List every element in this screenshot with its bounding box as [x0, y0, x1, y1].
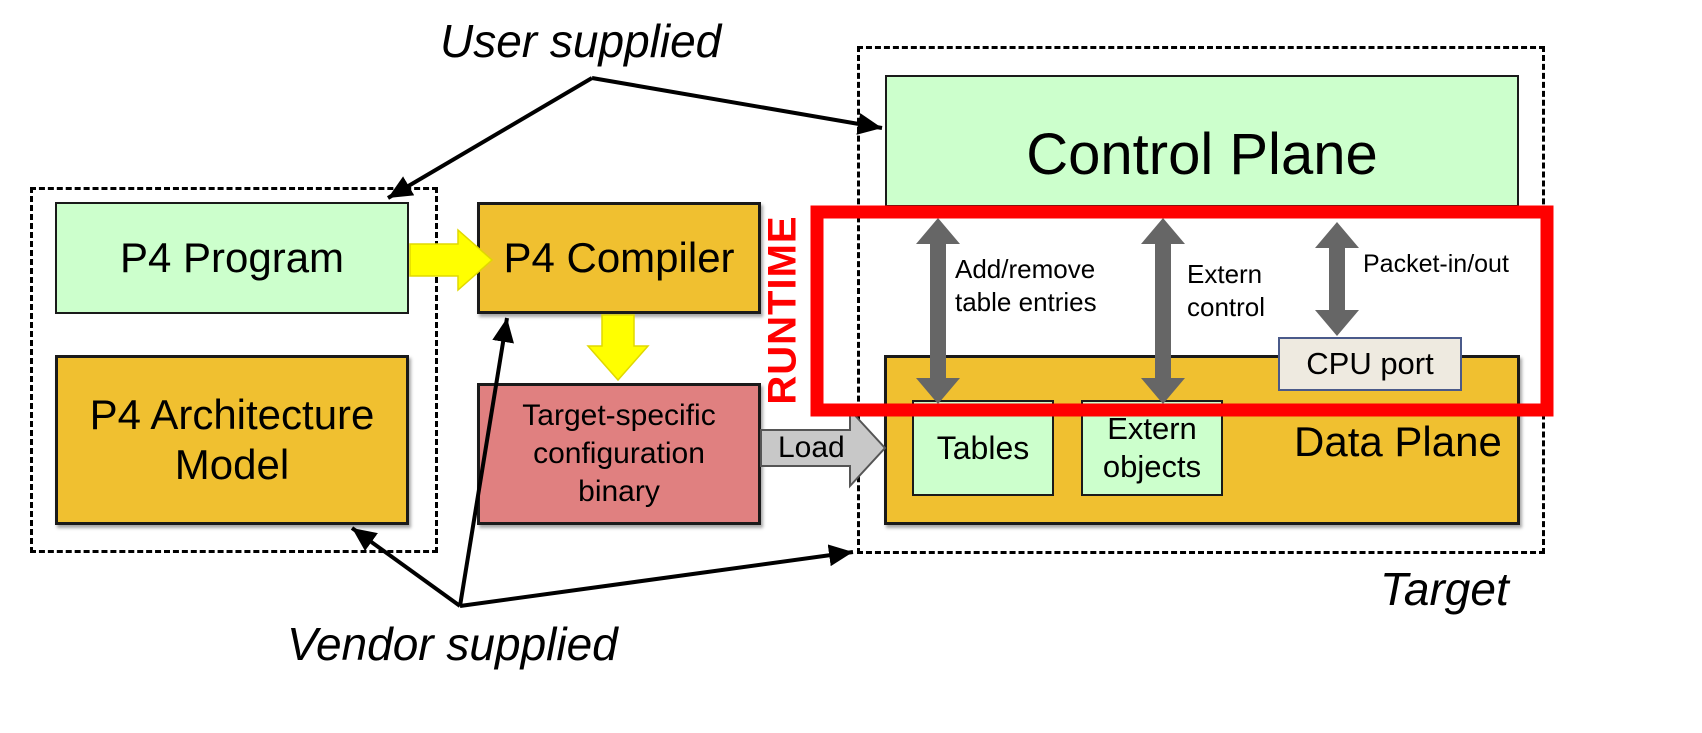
add-remove-double-arrow [916, 218, 960, 404]
p4-architecture-model-box: P4 Architecture Model [55, 355, 409, 525]
user-supplied-arrows [386, 76, 883, 200]
packet-io-label: Packet-in/out [1363, 250, 1509, 278]
user-supplied-label: User supplied [440, 15, 722, 67]
extern-objects-line2: objects [1102, 449, 1202, 484]
p4-compiler-box: P4 Compiler [477, 202, 761, 314]
load-label: Load [778, 431, 845, 464]
extern-control-label-line1: Extern [1187, 259, 1263, 289]
runtime-region [810, 205, 1554, 417]
p4-program-label: P4 Program [119, 234, 345, 281]
p4-program-box: P4 Program [55, 202, 409, 314]
control-plane-box: Control Plane [885, 75, 1519, 207]
target-label: Target [1380, 563, 1509, 615]
yellow-arrow-compiler-to-binary [586, 314, 650, 382]
left-dashed-group [30, 187, 438, 553]
config-binary-line1: Target-specific [522, 399, 716, 432]
data-plane-label: Data Plane [1294, 418, 1502, 465]
config-binary-box: Target-specific configuration binary [477, 383, 761, 525]
extern-control-double-arrow [1141, 218, 1185, 404]
p4-architecture-line1: P4 Architecture [89, 391, 375, 438]
runtime-label: RUNTIME [760, 215, 805, 405]
load-arrow [760, 407, 887, 489]
control-plane-label: Control Plane [1026, 122, 1378, 187]
gray-double-arrows [916, 218, 1359, 404]
config-binary-line3: binary [578, 475, 660, 508]
cpu-port-label: CPU port [1306, 346, 1434, 381]
cpu-port-box: CPU port [1278, 337, 1462, 391]
p4-compiler-label: P4 Compiler [503, 234, 735, 281]
p4-architecture-line2: Model [174, 441, 290, 488]
vendor-supplied-arrows [350, 317, 854, 608]
config-binary-line2: configuration [533, 437, 705, 470]
packet-io-double-arrow [1315, 222, 1359, 336]
tables-label: Tables [936, 429, 1030, 466]
vendor-supplied-label: Vendor supplied [287, 618, 618, 670]
add-remove-label-line1: Add/remove [955, 254, 1096, 284]
extern-control-label-line2: control [1187, 292, 1266, 322]
add-remove-label-line2: table entries [955, 287, 1097, 317]
yellow-arrow-program-to-compiler [409, 228, 494, 292]
extern-objects-line1: Extern [1107, 411, 1197, 446]
